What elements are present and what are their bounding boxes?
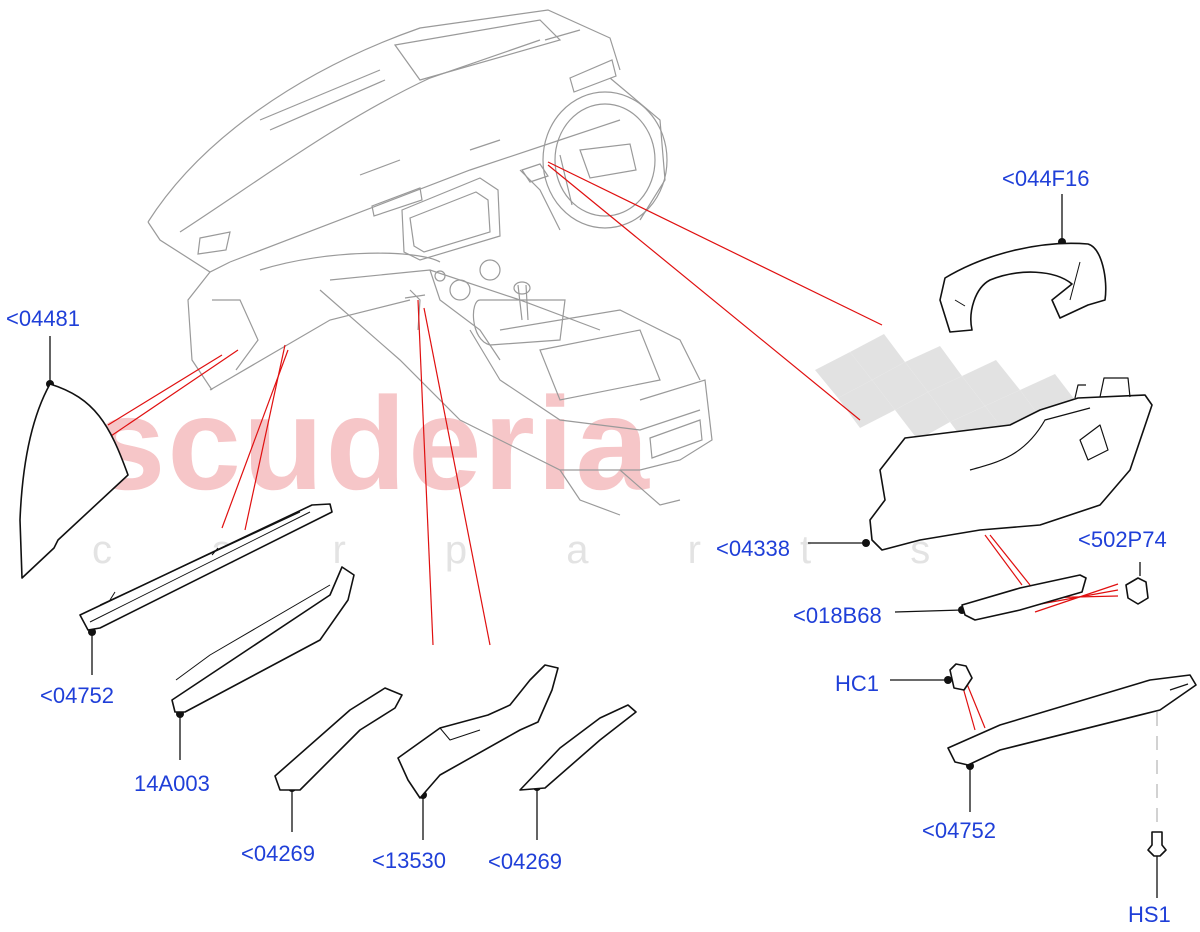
part-13530-knee-panel[interactable] [397, 664, 559, 799]
leader-lines [107, 161, 1119, 731]
label-04338[interactable]: <04338 [716, 536, 791, 561]
label-044F16[interactable]: <044F16 [1002, 166, 1090, 191]
part-04752-right-trim[interactable] [947, 674, 1197, 766]
dashboard-interior-drawing [147, 9, 713, 516]
label-04752-left[interactable]: <04752 [40, 683, 115, 708]
label-502P74[interactable]: <502P74 [1078, 527, 1167, 552]
part-502P74-clip[interactable] [1125, 577, 1149, 605]
part-04269-left-strip[interactable] [274, 687, 403, 791]
label-04269-right[interactable]: <04269 [488, 849, 563, 874]
part-14A003-lower-trim[interactable] [171, 566, 355, 713]
part-018B68-bracket[interactable] [961, 574, 1087, 621]
part-04338-lower-panel[interactable] [869, 394, 1153, 551]
label-14A003[interactable]: 14A003 [134, 771, 210, 796]
part-044F16-cowl[interactable] [939, 242, 1107, 333]
part-HC1-clip[interactable] [949, 663, 973, 691]
label-04752-right[interactable]: <04752 [922, 818, 997, 843]
label-04481[interactable]: <04481 [6, 306, 81, 331]
part-04481-side-panel[interactable] [19, 383, 129, 579]
label-018B68[interactable]: <018B68 [793, 603, 882, 628]
label-HS1[interactable]: HS1 [1128, 902, 1171, 927]
label-HC1[interactable]: HC1 [835, 671, 880, 696]
watermark-logo-text: scuderia [92, 370, 651, 517]
label-04269-left[interactable]: <04269 [241, 841, 316, 866]
part-HS1-screw[interactable] [1147, 831, 1167, 857]
part-04269-right-strip[interactable] [519, 704, 637, 791]
part-04752-left-trim[interactable] [79, 503, 333, 631]
callout-lines [49, 194, 1158, 898]
label-13530[interactable]: <13530 [372, 848, 447, 873]
